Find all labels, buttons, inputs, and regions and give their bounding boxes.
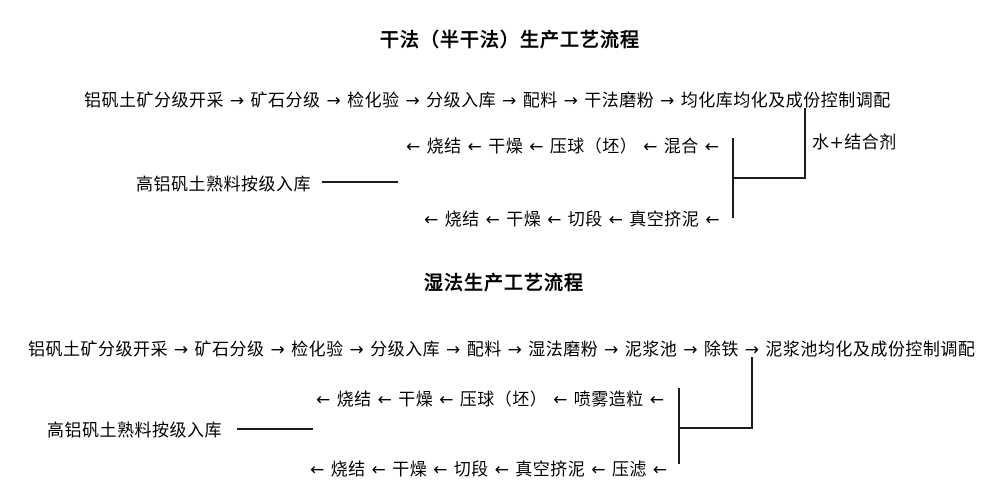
- dry-extrude-flow-row: ← 烧结 ← 干燥 ← 切段 ← 真空挤泥 ←: [424, 210, 720, 230]
- wet-connector-horizontal-line: [678, 427, 753, 429]
- wet-storage-label: 高铝矾土熟料按级入库: [47, 421, 222, 441]
- dry-additive-label: 水+结合剂: [812, 133, 897, 153]
- wet-storage-line: [237, 428, 313, 430]
- dry-storage-label: 高铝矾土熟料按级入库: [136, 175, 311, 195]
- dry-main-flow-row: 铝矾土矿分级开采 → 矿石分级 → 检化验 → 分级入库 → 配料 → 干法磨粉…: [84, 91, 891, 111]
- dry-additive-down-line: [804, 108, 806, 179]
- wet-main-flow-row: 铝矾土矿分级开采 → 矿石分级 → 检化验 → 分级入库 → 配料 → 湿法磨粉…: [28, 340, 976, 360]
- wet-process-title: 湿法生产工艺流程: [423, 272, 585, 294]
- dry-process-title: 干法（半干法）生产工艺流程: [379, 29, 641, 51]
- dry-connector-horizontal-line: [732, 177, 806, 179]
- wet-extrude-flow-row: ← 烧结 ← 干燥 ← 切段 ← 真空挤泥 ← 压滤 ←: [310, 460, 668, 480]
- wet-branch-vertical-line: [678, 388, 680, 464]
- wet-spray-flow-row: ← 烧结 ← 干燥 ← 压球（坯） ← 喷雾造粒 ←: [316, 390, 665, 410]
- wet-down-line: [751, 357, 753, 429]
- dry-storage-line: [322, 181, 398, 183]
- dry-press-flow-row: ← 烧结 ← 干燥 ← 压球（坯） ← 混合 ←: [406, 137, 720, 157]
